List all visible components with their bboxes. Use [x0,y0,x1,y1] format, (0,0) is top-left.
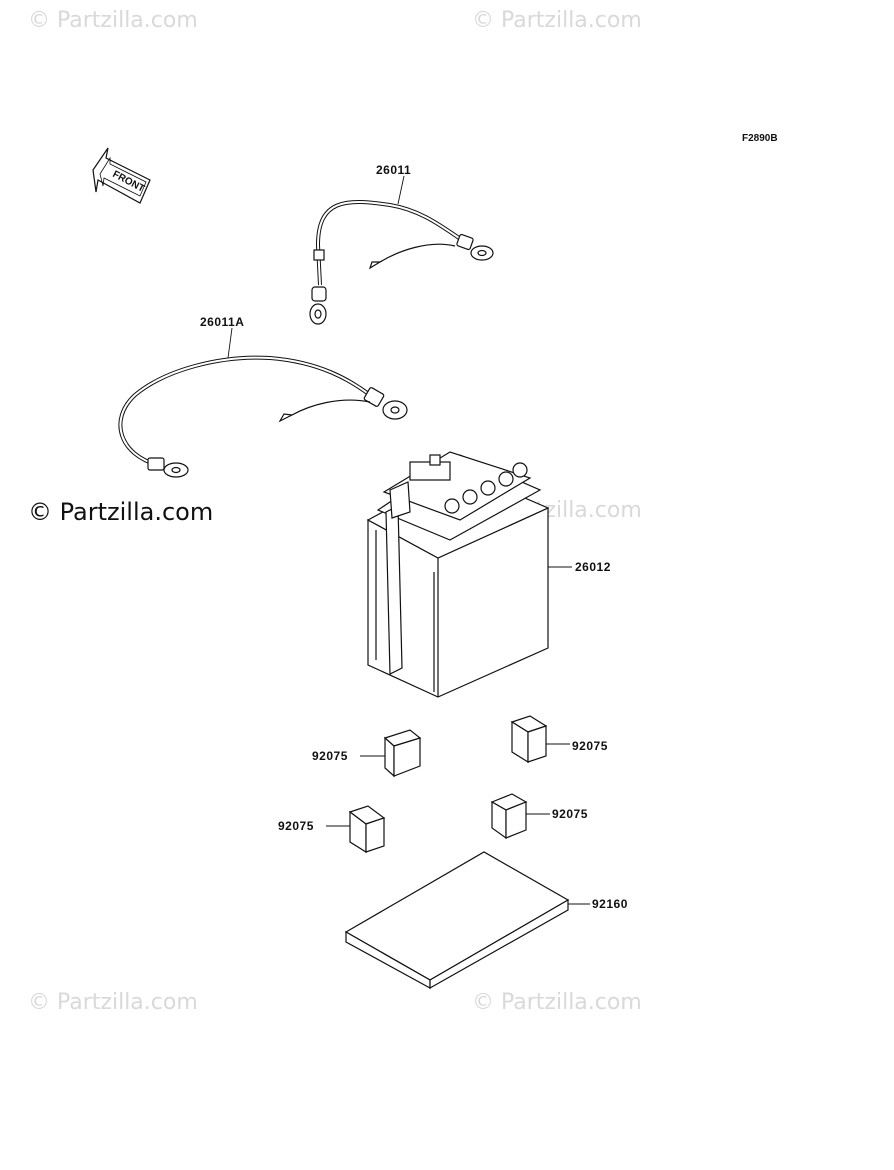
watermark-top-left: © Partzilla.com [28,8,198,33]
pad-92075-a: 92075 [312,729,422,778]
battery-26012: 26012 [366,451,611,698]
figure-code: F2890B [742,133,778,144]
watermark-bottom-left: © Partzilla.com [28,990,198,1015]
label-92075-c: 92075 [278,819,314,833]
pad-92075-c: 92075 [278,805,386,854]
watermark-top-right: © Partzilla.com [472,8,642,33]
battery-cable-26011: 26011 [309,163,494,325]
label-26011: 26011 [376,163,411,177]
label-26011a: 26011A [200,315,244,329]
label-92075-d: 92075 [552,807,588,821]
label-92075-b: 92075 [572,739,608,753]
label-26012: 26012 [575,560,611,574]
plate-92160: 92160 [344,851,628,990]
watermark-middle-left: © Partzilla.com [28,498,214,526]
watermark-bottom-right: © Partzilla.com [472,990,642,1015]
battery-cable-26011a: 26011A [118,315,408,478]
pad-92075-b: 92075 [510,715,608,764]
label-92160: 92160 [592,897,628,911]
front-arrow-icon: FRONT [92,147,151,204]
pad-92075-d: 92075 [490,793,588,840]
label-92075-a: 92075 [312,749,348,763]
